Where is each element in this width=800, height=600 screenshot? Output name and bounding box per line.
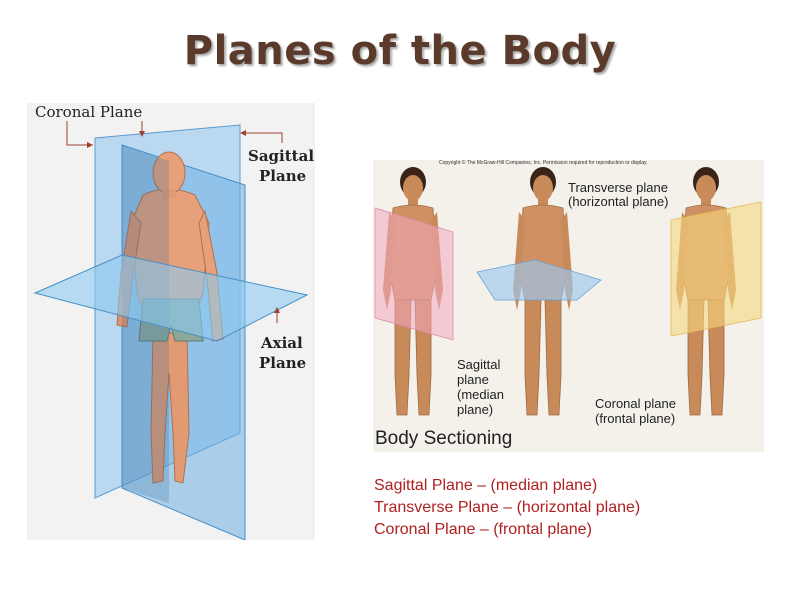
transverse-label-line2: (horizontal plane) bbox=[568, 195, 668, 209]
planes-3d-diagram: Coronal Plane Sagittal Plane Axial Plane bbox=[27, 103, 315, 540]
term-sagittal: Sagittal Plane – (median plane) bbox=[374, 475, 640, 497]
sagittal-plane-label-line1: Sagittal bbox=[248, 149, 314, 165]
axial-plane bbox=[35, 255, 307, 341]
sagittal-label-line1: Sagittal bbox=[457, 358, 500, 372]
body-sectioning-diagram: Copyright © The McGraw-Hill Companies, I… bbox=[373, 160, 764, 452]
axial-plane-label-line2: Plane bbox=[259, 356, 306, 372]
copyright-notice: Copyright © The McGraw-Hill Companies, I… bbox=[439, 160, 648, 166]
axial-plane-label-line1: Axial bbox=[261, 336, 303, 352]
sagittal-arrow bbox=[244, 133, 282, 143]
term-transverse: Transverse Plane – (horizontal plane) bbox=[374, 497, 640, 519]
page-title: Planes of the Body bbox=[0, 28, 800, 74]
body-sectioning-caption: Body Sectioning bbox=[375, 428, 512, 450]
coronal-label-line1: Coronal plane bbox=[595, 397, 676, 411]
sagittal-label-line2: plane bbox=[457, 373, 489, 387]
term-coronal: Coronal Plane – (frontal plane) bbox=[374, 519, 640, 541]
coronal-arrow bbox=[67, 121, 93, 145]
sagittal-plane-label-line2: Plane bbox=[259, 169, 306, 185]
sagittal-plane-pink bbox=[375, 208, 453, 340]
transverse-plane-blue bbox=[477, 260, 601, 300]
sagittal-label-line4: plane) bbox=[457, 403, 493, 417]
coronal-plane-label: Coronal Plane bbox=[35, 105, 142, 121]
plane-terms-list: Sagittal Plane – (median plane) Transver… bbox=[374, 475, 640, 541]
sagittal-label-line3: (median bbox=[457, 388, 504, 402]
coronal-plane-yellow bbox=[671, 202, 761, 336]
coronal-label-line2: (frontal plane) bbox=[595, 412, 675, 426]
